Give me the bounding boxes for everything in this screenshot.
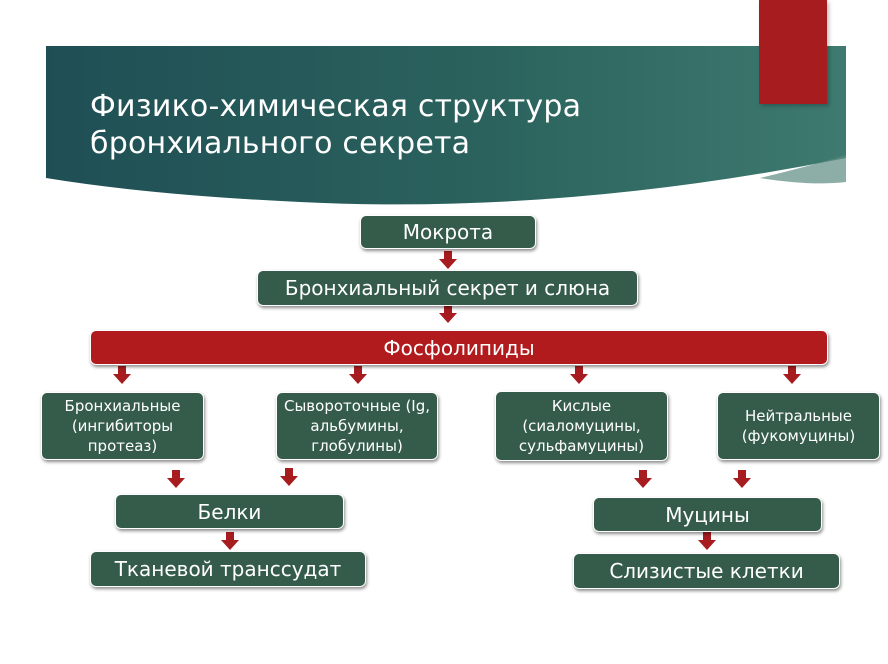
node-serum: Сывороточные (Ig, альбумины, глобулины) — [276, 392, 438, 460]
node-sputum: Мокрота — [360, 215, 536, 249]
slide-title: Физико-химическая структура бронхиальног… — [90, 88, 710, 162]
title-line-2: бронхиального секрета — [90, 126, 471, 161]
arrow-down-icon — [439, 251, 457, 269]
node-neutral: Нейтральные (фукомуцины) — [717, 392, 880, 460]
arrow-down-icon — [570, 366, 588, 384]
arrow-down-icon — [167, 470, 185, 488]
arrow-down-icon — [113, 366, 131, 384]
arrow-down-icon — [221, 532, 239, 550]
node-secretion: Бронхиальный секрет и слюна — [257, 270, 638, 306]
arrow-down-icon — [634, 470, 652, 488]
arrow-down-icon — [698, 532, 716, 550]
node-phospholipids: Фосфолипиды — [90, 330, 828, 365]
node-mucous-cells: Слизистые клетки — [573, 553, 840, 589]
node-bronchial: Бронхиальные (ингибиторы протеаз) — [41, 392, 204, 460]
node-proteins: Белки — [115, 494, 344, 529]
arrow-down-icon — [439, 305, 457, 323]
arrow-down-icon — [349, 366, 367, 384]
node-mucins: Муцины — [593, 497, 822, 532]
arrow-down-icon — [733, 470, 751, 488]
red-bookmark — [759, 0, 827, 104]
node-acidic: Кислые (сиаломуцины, сульфамуцины) — [495, 391, 668, 461]
arrow-down-icon — [280, 468, 298, 486]
arrow-down-icon — [783, 366, 801, 384]
title-line-1: Физико-химическая структура — [90, 89, 582, 124]
node-transudate: Тканевой транссудат — [90, 551, 366, 587]
